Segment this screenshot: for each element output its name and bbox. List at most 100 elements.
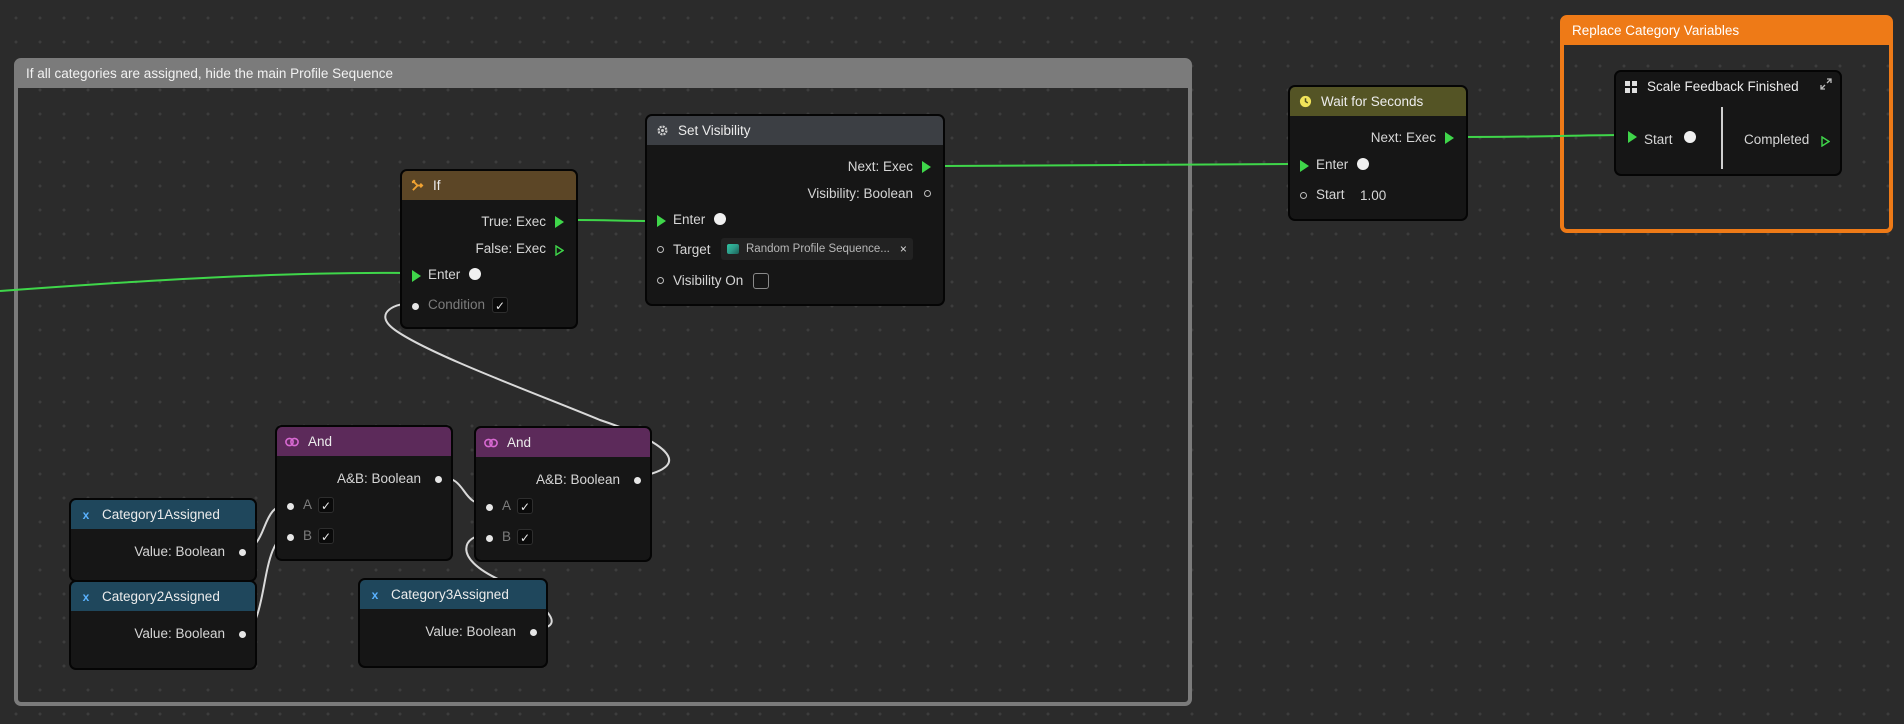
target-object-name: Random Profile Sequence... [746,243,890,255]
output-next-exec-label: Next: Exec [1370,130,1436,145]
node-set-visibility[interactable]: Set Visibility Next: Exec Visibility: Bo… [645,114,945,306]
comment-group-replace-category[interactable]: Replace Category Variables [1560,15,1893,233]
input-start-label: Start [1316,187,1345,202]
data-input-port-b[interactable] [287,534,294,541]
output-completed-label: Completed [1744,132,1810,147]
exec-input-port-start[interactable] [1628,131,1637,143]
data-output-port-ab[interactable] [634,477,641,484]
input-condition-label: Condition [428,297,486,312]
node-header-wait[interactable]: Wait for Seconds [1290,87,1466,116]
node-header-and-2[interactable]: And [476,428,650,457]
exec-output-port-next[interactable] [922,161,931,173]
exec-input-port-enter[interactable] [412,270,421,282]
target-object-field[interactable]: Random Profile Sequence... × [721,238,913,260]
input-enter-label: Enter [1316,157,1349,172]
input-b-label: B [502,529,512,544]
condition-checkbox[interactable]: ✓ [492,297,508,313]
data-input-port-a[interactable] [287,503,294,510]
clock-icon [1298,95,1312,109]
data-output-port-value[interactable] [239,549,246,556]
node-header-category1[interactable]: x Category1Assigned [71,500,255,529]
node-header-if[interactable]: If [402,171,576,200]
data-output-port-visibility[interactable] [924,190,931,197]
input-b-label: B [303,528,313,543]
node-and-1[interactable]: And A&B: Boolean A ✓ B ✓ [275,425,453,561]
output-ab-label: A&B: Boolean [535,472,620,487]
node-title: Wait for Seconds [1321,94,1424,109]
data-output-port-ab[interactable] [435,476,442,483]
image-icon [727,244,739,254]
variable-x-icon: x [82,507,90,522]
expand-icon[interactable] [1820,78,1832,93]
output-value-label: Value: Boolean [134,626,225,641]
exec-output-port-completed[interactable] [1821,134,1831,148]
input-a-label: A [502,498,512,513]
input-a-label: A [303,497,313,512]
node-if[interactable]: If True: Exec False: Exec Enter Conditio… [400,169,578,329]
input-visibility-on-label: Visibility On [673,273,744,288]
node-variable-category2[interactable]: x Category2Assigned Value: Boolean [69,580,257,670]
variable-x-icon: x [371,587,379,602]
node-title: And [308,434,333,449]
node-title: Category3Assigned [391,587,509,602]
visibility-on-checkbox[interactable] [753,273,769,289]
enter-indicator [714,213,726,225]
node-wait-for-seconds[interactable]: Wait for Seconds Next: Exec Enter Start … [1288,85,1468,221]
node-title: And [507,435,532,450]
exec-output-port-true[interactable] [555,216,564,228]
output-ab-label: A&B: Boolean [336,471,421,486]
start-seconds-value[interactable]: 1.00 [1360,188,1387,203]
output-false-exec-label: False: Exec [475,241,546,256]
enter-indicator [1357,158,1369,170]
exec-input-port-enter[interactable] [1300,160,1309,172]
enter-indicator [469,268,481,280]
node-title: Scale Feedback Finished [1647,79,1799,94]
a-checkbox[interactable]: ✓ [318,497,334,513]
close-icon[interactable]: × [899,242,907,256]
data-input-port-condition[interactable] [412,303,419,310]
branch-icon [410,179,424,193]
b-checkbox[interactable]: ✓ [318,528,334,544]
variable-x-icon: x [82,589,90,604]
node-divider [1721,107,1723,169]
node-title: Category2Assigned [102,589,220,604]
grid-icon [1624,80,1638,94]
and-gate-icon [484,436,498,450]
data-input-port-start[interactable] [1300,192,1307,199]
output-visibility-label: Visibility: Boolean [807,186,913,201]
data-input-port-target[interactable] [657,246,664,253]
data-input-port-a[interactable] [486,504,493,511]
node-title: Category1Assigned [102,507,220,522]
group-title-replace-category[interactable]: Replace Category Variables [1564,19,1889,45]
node-variable-category1[interactable]: x Category1Assigned Value: Boolean [69,498,257,582]
output-next-exec-label: Next: Exec [847,159,913,174]
node-header-and-1[interactable]: And [277,427,451,456]
node-title: If [433,178,441,193]
exec-output-port-false[interactable] [555,243,565,257]
exec-output-port-next[interactable] [1445,132,1454,144]
data-input-port-visibility-on[interactable] [657,277,664,284]
b-checkbox[interactable]: ✓ [517,529,533,545]
input-target-label: Target [673,242,711,257]
group-title-main[interactable]: If all categories are assigned, hide the… [18,62,1188,88]
data-output-port-value[interactable] [530,629,537,636]
comment-group-main[interactable]: If all categories are assigned, hide the… [14,58,1192,706]
node-header-scale[interactable]: Scale Feedback Finished [1616,72,1840,101]
output-value-label: Value: Boolean [425,624,516,639]
node-header-category3[interactable]: x Category3Assigned [360,580,546,609]
node-header-set-visibility[interactable]: Set Visibility [647,116,943,145]
output-value-label: Value: Boolean [134,544,225,559]
data-output-port-value[interactable] [239,631,246,638]
exec-input-port-enter[interactable] [657,215,666,227]
a-checkbox[interactable]: ✓ [517,498,533,514]
input-start-label: Start [1644,132,1673,147]
node-scale-feedback-finished[interactable]: Scale Feedback Finished Start Completed [1614,70,1842,176]
input-enter-label: Enter [673,212,706,227]
node-title: Set Visibility [678,123,751,138]
node-header-category2[interactable]: x Category2Assigned [71,582,255,611]
start-indicator [1684,131,1696,143]
data-input-port-b[interactable] [486,535,493,542]
input-enter-label: Enter [428,267,461,282]
node-and-2[interactable]: And A&B: Boolean A ✓ B ✓ [474,426,652,562]
node-variable-category3[interactable]: x Category3Assigned Value: Boolean [358,578,548,668]
